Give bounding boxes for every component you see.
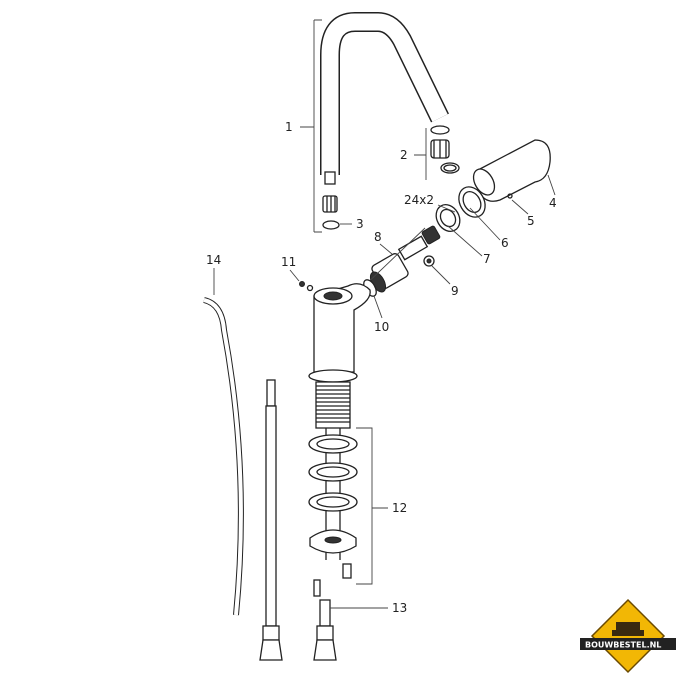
- label-part-3: 3: [356, 217, 364, 231]
- leader-line-9: [431, 265, 451, 285]
- leader-line-4-5: [511, 174, 556, 215]
- leader-line-8: [359, 227, 426, 291]
- hose-part-14: [203, 297, 244, 616]
- leader-line-12: [356, 427, 388, 585]
- leader-line-10: [373, 295, 383, 319]
- leader-line-2: [414, 128, 427, 180]
- label-part-11: 11: [281, 255, 296, 269]
- hose-part-13: [259, 379, 337, 661]
- mounting-set-part-12: [308, 434, 358, 597]
- label-part-12: 12: [392, 501, 407, 515]
- mixer-body: [308, 283, 371, 560]
- bouwbestel-logo: BOUWBESTEL.NL: [580, 598, 676, 674]
- label-part-10: 10: [374, 320, 389, 334]
- label-part-1: 1: [285, 120, 293, 134]
- label-part-14: 14: [206, 253, 221, 267]
- lever-part-4: [472, 139, 551, 202]
- label-part-13: 13: [392, 601, 407, 615]
- spout-part-1: [320, 12, 449, 185]
- leader-line-11: [289, 269, 300, 282]
- label-part-9: 9: [451, 284, 459, 298]
- nut-part-9: [423, 255, 435, 267]
- label-part-24x2: 24x2: [404, 193, 434, 207]
- leader-line-6-7: [437, 204, 501, 257]
- label-part-6: 6: [501, 236, 509, 250]
- cartridge-part-8: [369, 225, 441, 293]
- leader-line-1: [300, 19, 322, 233]
- aerator-part-2: [430, 125, 460, 174]
- grub-screw-part-11: [299, 281, 314, 292]
- connector-part-3: [322, 195, 340, 230]
- ring-part-6: [458, 186, 486, 218]
- label-part-8: 8: [374, 230, 382, 244]
- label-part-2: 2: [400, 148, 408, 162]
- label-part-5: 5: [527, 214, 535, 228]
- logo-text: BOUWBESTEL.NL: [585, 641, 661, 650]
- label-part-7: 7: [483, 252, 491, 266]
- label-part-4: 4: [549, 196, 557, 210]
